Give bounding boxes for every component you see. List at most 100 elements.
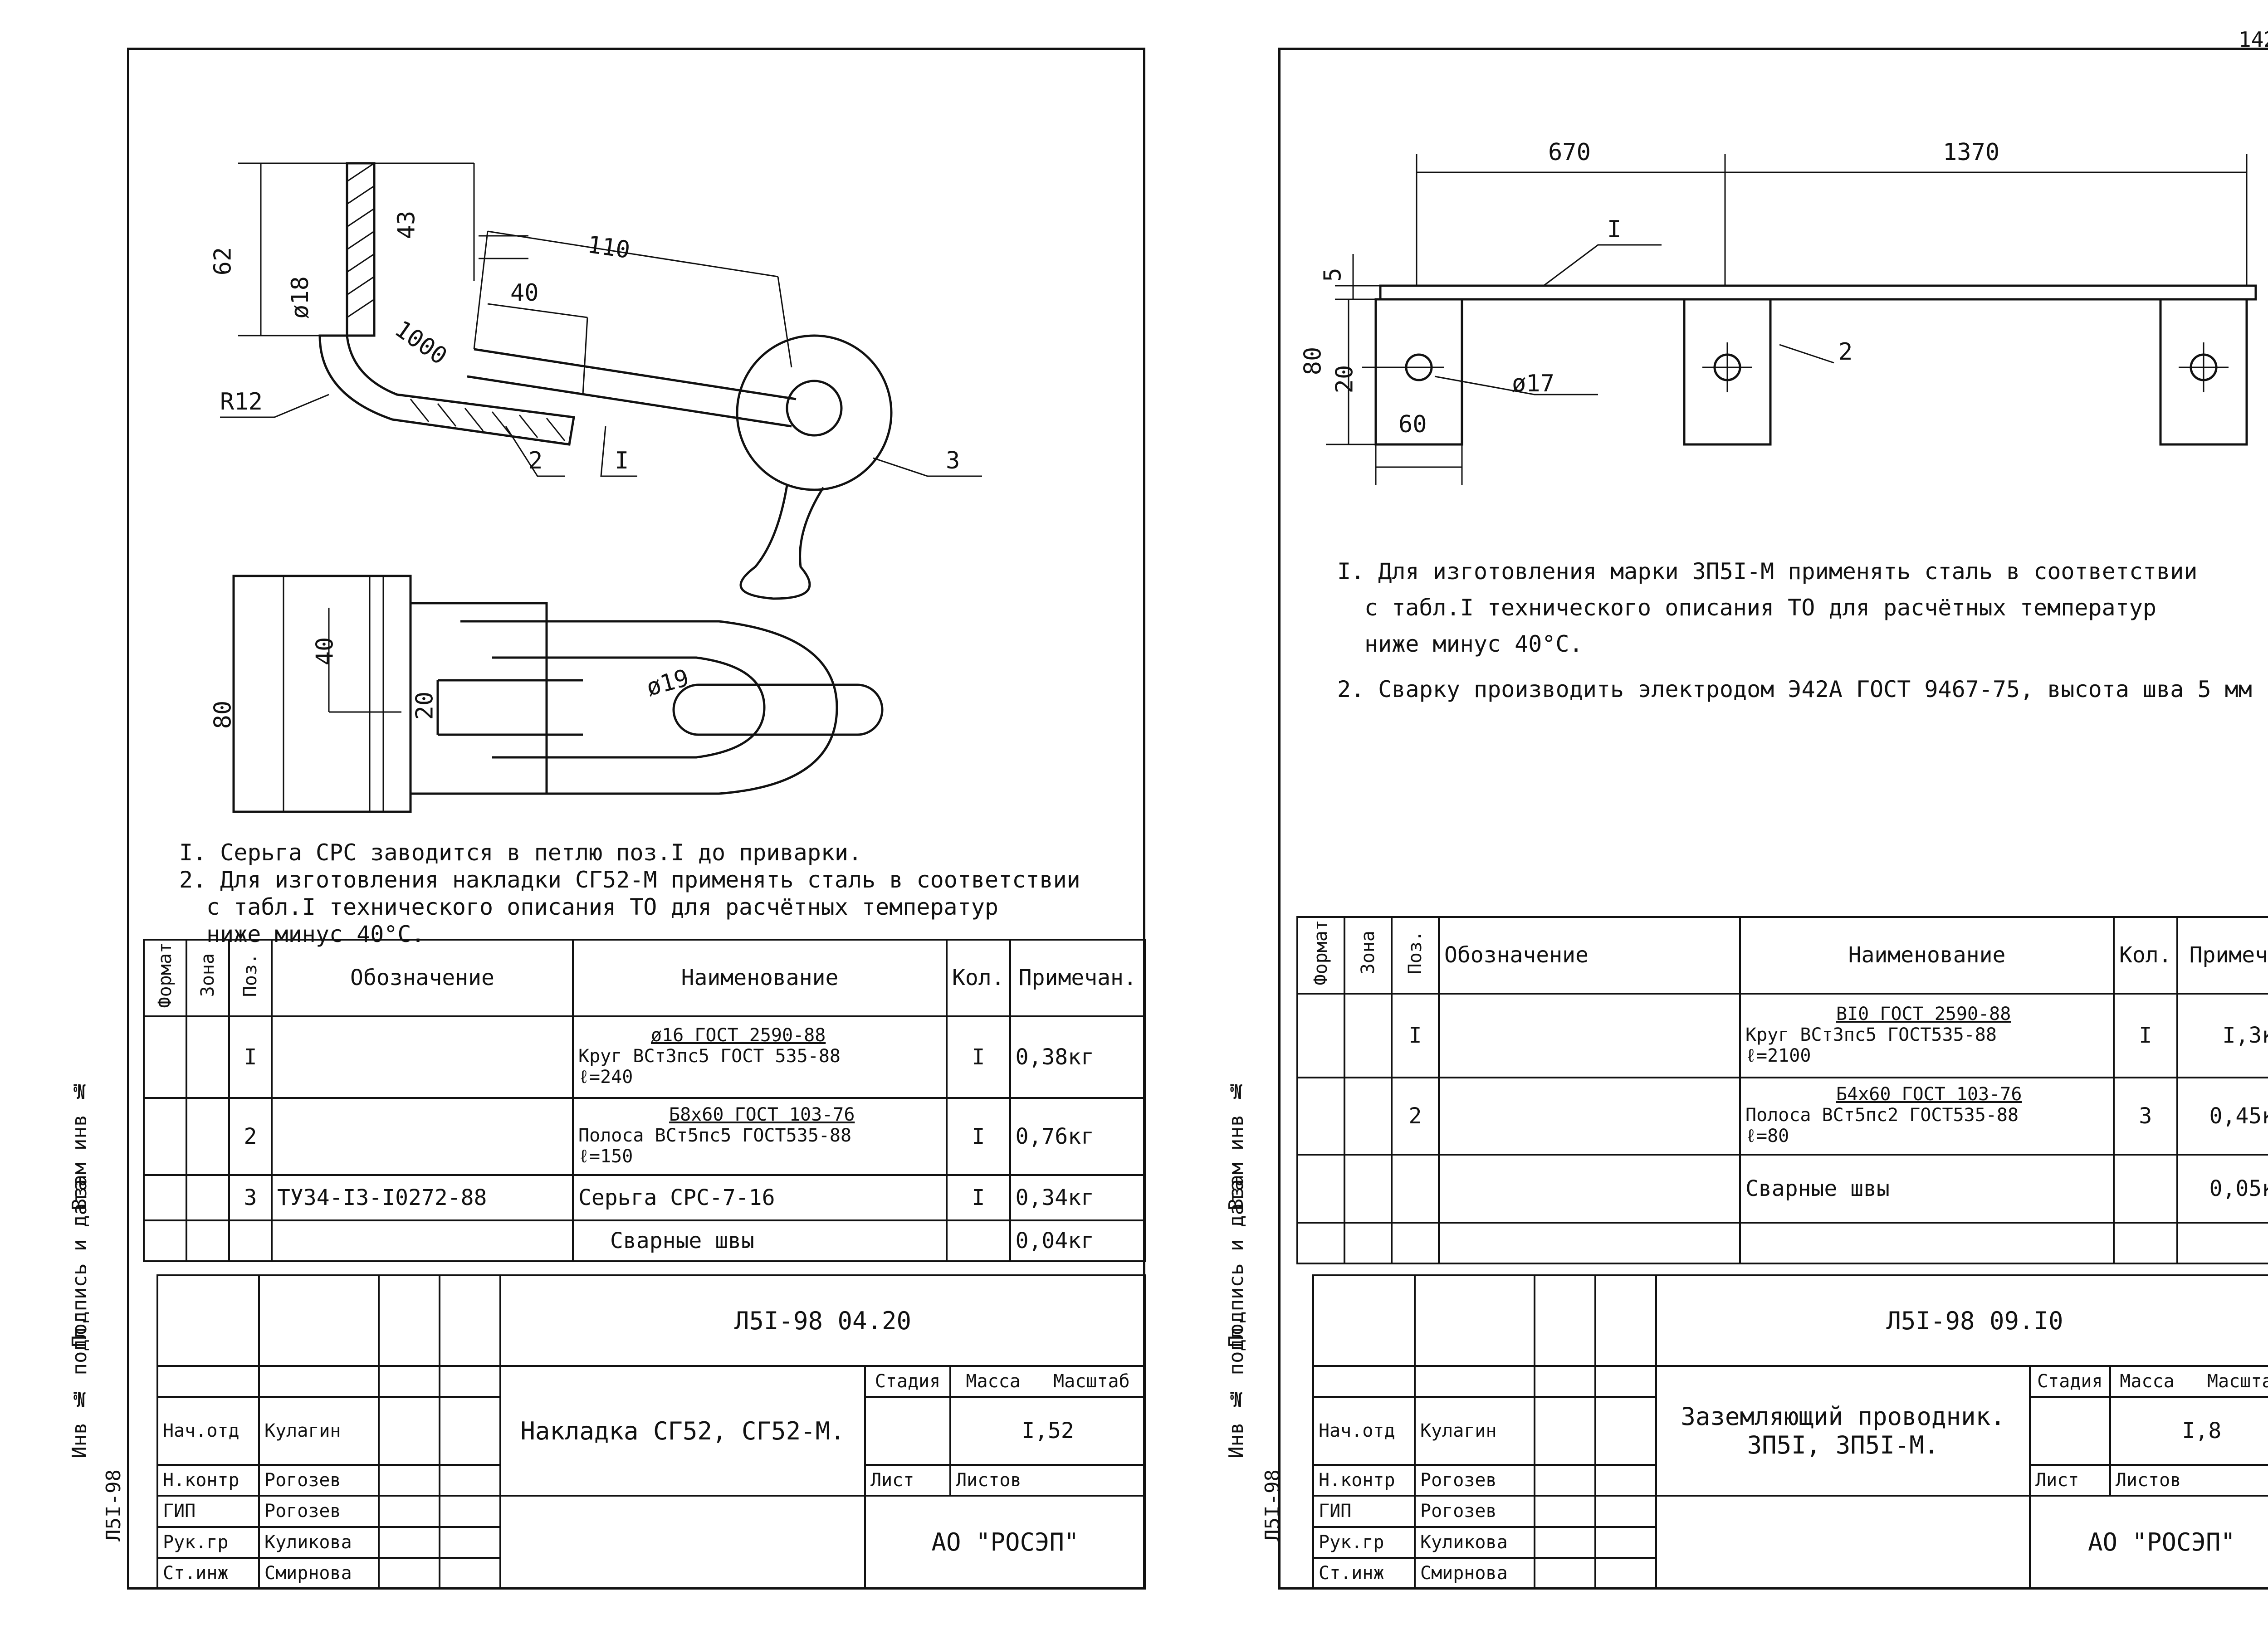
- stamp-role: Рук.гр: [1312, 1526, 1416, 1559]
- col-name: Наименование: [1739, 916, 2115, 995]
- stamp-mass-value: I,8: [2109, 1396, 2268, 1466]
- col-note: Примеч.: [2176, 916, 2268, 995]
- stamp-sheet-label: Лист: [2029, 1464, 2111, 1497]
- table-row: Сварные швы 0,05кг: [1296, 1153, 2268, 1224]
- right-drawing-svg: [1326, 154, 2257, 485]
- note-line: ниже минус 40°С.: [1364, 631, 1583, 657]
- stamp-person: Рогозев: [258, 1495, 380, 1528]
- col-name: Наименование: [572, 939, 948, 1017]
- stamp-person: Куликова: [258, 1526, 380, 1559]
- col-qty: Кол.: [2113, 916, 2178, 995]
- left-org: АО "РОСЭП": [864, 1495, 1146, 1590]
- pos-label-1: I: [1607, 216, 1622, 243]
- dim-80: 80: [1299, 346, 1327, 376]
- table-row: 2 Б8х60 ГОСТ 103-76 Полоса ВСт5пс5 ГОСТ5…: [143, 1097, 1147, 1176]
- stamp-sheet-label: Лист: [864, 1464, 952, 1497]
- col-pos: Поз.: [1391, 916, 1440, 995]
- left-side-vzam: Взам инв №: [68, 1079, 91, 1211]
- col-zone: Зона: [186, 939, 230, 1017]
- note-line: с табл.I технического описания ТО для ра…: [206, 894, 998, 920]
- left-drawing-sheet: 62 43 ø18 110 40 1000 R12 2 I 3 80 40 20…: [127, 48, 1147, 1590]
- left-spec-table: Формат Зона Поз. Обозначение Наименовани…: [143, 939, 1147, 1262]
- col-format: Формат: [1296, 916, 1345, 995]
- right-doc-title-line1: Заземляющий проводник.: [1681, 1402, 2005, 1431]
- col-note: Примечан.: [1009, 939, 1147, 1017]
- stamp-sheets-label: Листов: [2109, 1464, 2268, 1497]
- stamp-stage-label: Стадия: [2029, 1365, 2111, 1398]
- col-designation: Обозначение: [271, 939, 574, 1017]
- dim-r12: R12: [220, 388, 263, 415]
- stamp-person: Кулагин: [258, 1396, 380, 1466]
- dim-40b: 40: [311, 637, 339, 666]
- note-line: I. Серьга СРС заводится в петлю поз.I до…: [179, 839, 862, 866]
- dim-d17: ø17: [1512, 370, 1554, 397]
- dim-80: 80: [209, 700, 237, 729]
- right-doc-title-line2: ЗП5I, ЗП5I-М.: [1747, 1431, 1939, 1460]
- note-line: с табл.I технического описания ТО для ра…: [1364, 595, 2156, 621]
- pos-label-2: 2: [528, 447, 543, 474]
- left-top-view: [220, 162, 982, 600]
- dim-670: 670: [1548, 139, 1591, 166]
- left-doc-title: Накладка СГ52, СГ52-М.: [499, 1365, 866, 1497]
- dim-20: 20: [1331, 365, 1359, 394]
- right-drawing-sheet: 670 1370 I 2 5 80 20 60 ø17 I. Для изгот…: [1278, 48, 2268, 1590]
- stamp-scale-label: Масштаб: [1053, 1371, 1130, 1392]
- right-notes: I. Для изготовления марки ЗП5I-М применя…: [1337, 553, 2252, 707]
- stamp-role: Нач.отд: [1312, 1396, 1416, 1466]
- stamp-role: Нач.отд: [156, 1396, 260, 1466]
- stamp-stage-label: Стадия: [864, 1365, 952, 1398]
- col-qty: Кол.: [946, 939, 1011, 1017]
- col-zone: Зона: [1344, 916, 1393, 995]
- stamp-person: Куликова: [1414, 1526, 1535, 1559]
- left-title-block: Л5I-98 04.20 Накладка СГ52, СГ52-М. Стад…: [156, 1274, 1146, 1590]
- stamp-sheets-label: Листов: [949, 1464, 1146, 1497]
- stamp-person: Рогозев: [1414, 1464, 1535, 1497]
- stamp-role: Н.контр: [156, 1464, 260, 1497]
- stamp-role: ГИП: [156, 1495, 260, 1528]
- table-row: I ВI0 ГОСТ 2590-88 Круг ВСт3пс5 ГОСТ535-…: [1296, 992, 2268, 1078]
- stamp-role: Н.контр: [1312, 1464, 1416, 1497]
- right-side-doc: Л5I-98: [1261, 1469, 1284, 1541]
- right-title-block: Л5I-98 09.I0 Заземляющий проводник. ЗП5I…: [1312, 1274, 2268, 1590]
- dim-43: 43: [393, 210, 420, 239]
- dim-62: 62: [209, 247, 237, 276]
- stamp-person: Смирнова: [258, 1556, 380, 1590]
- left-side-doc: Л5I-98: [102, 1469, 125, 1541]
- right-drawing: [1326, 154, 2257, 485]
- stamp-scale-label: Масштаб: [2207, 1371, 2268, 1392]
- right-doc-code: Л5I-98 09.I0: [1655, 1274, 2268, 1367]
- stamp-person: Кулагин: [1414, 1396, 1535, 1466]
- right-side-vzam: Взам инв №: [1225, 1079, 1248, 1211]
- dim-20: 20: [411, 691, 439, 720]
- stamp-role: Ст.инж: [156, 1556, 260, 1590]
- col-format: Формат: [143, 939, 187, 1017]
- left-doc-code: Л5I-98 04.20: [499, 1274, 1146, 1367]
- col-pos: Поз.: [228, 939, 273, 1017]
- table-row: 3 ТУ34-I3-I0272-88 Серьга СРС-7-16 I 0,3…: [143, 1174, 1147, 1221]
- pos-label-2: 2: [1838, 338, 1853, 366]
- pos-label-1: I: [615, 447, 629, 474]
- dim-5: 5: [1319, 268, 1347, 282]
- dim-40: 40: [510, 279, 539, 307]
- dim-d18: ø18: [286, 276, 314, 319]
- stamp-role: Рук.гр: [156, 1526, 260, 1559]
- stamp-person: Рогозев: [1414, 1495, 1535, 1528]
- left-bottom-view: [232, 575, 884, 813]
- stamp-person: Рогозев: [258, 1464, 380, 1497]
- right-doc-title: Заземляющий проводник. ЗП5I, ЗП5I-М.: [1655, 1365, 2031, 1497]
- table-row: I ø16 ГОСТ 2590-88 Круг ВСт3пс5 ГОСТ 535…: [143, 1015, 1147, 1099]
- right-org: АО "РОСЭП": [2029, 1495, 2268, 1590]
- dim-110: 110: [586, 231, 632, 264]
- table-row: Сварные швы 0,04кг: [143, 1219, 1147, 1262]
- stamp-person: Смирнова: [1414, 1556, 1535, 1590]
- stamp-role: ГИП: [1312, 1495, 1416, 1528]
- right-spec-table: Формат Зона Поз. Обозначение Наименовани…: [1296, 916, 2268, 1264]
- stamp-mass-label: Масса: [2120, 1371, 2175, 1392]
- note-line: 2. Для изготовления накладки СГ52-М прим…: [179, 867, 1080, 893]
- note-line: I. Для изготовления марки ЗП5I-М применя…: [1337, 558, 2198, 585]
- stamp-mass-value: I,52: [949, 1396, 1146, 1466]
- left-notes: I. Серьга СРС заводится в петлю поз.I до…: [179, 839, 1080, 948]
- stamp-role: Ст.инж: [1312, 1556, 1416, 1590]
- pos-label-3: 3: [946, 447, 960, 474]
- left-drawing-svg: [220, 162, 982, 813]
